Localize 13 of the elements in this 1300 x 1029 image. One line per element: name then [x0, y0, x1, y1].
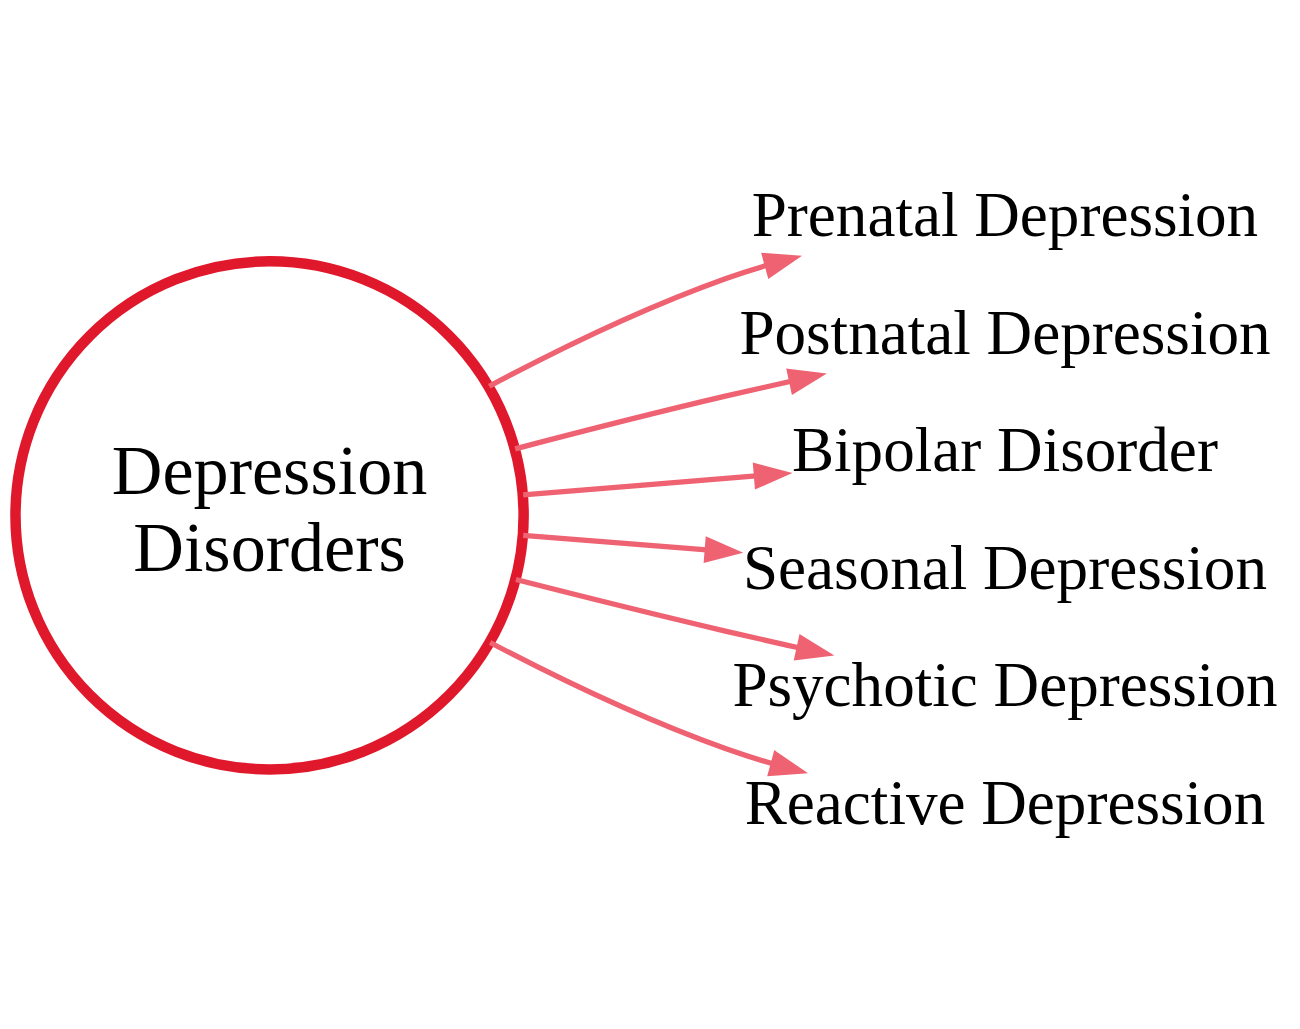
arrow — [522, 532, 744, 564]
node-text: Postnatal Depression — [739, 297, 1271, 368]
arrow — [488, 252, 803, 389]
arrow — [514, 368, 827, 452]
node-text: Seasonal Depression — [742, 532, 1267, 603]
arrow — [522, 462, 793, 498]
node-text: Psychotic Depression — [732, 650, 1278, 721]
node-circle: Depression Disorders — [10, 256, 529, 775]
node-text: Reactive Depression — [744, 767, 1266, 838]
arrow — [515, 577, 835, 661]
arrow — [488, 640, 809, 777]
node-text: Bipolar Disorder — [792, 415, 1218, 486]
node-text: Prenatal Depression — [751, 180, 1259, 251]
